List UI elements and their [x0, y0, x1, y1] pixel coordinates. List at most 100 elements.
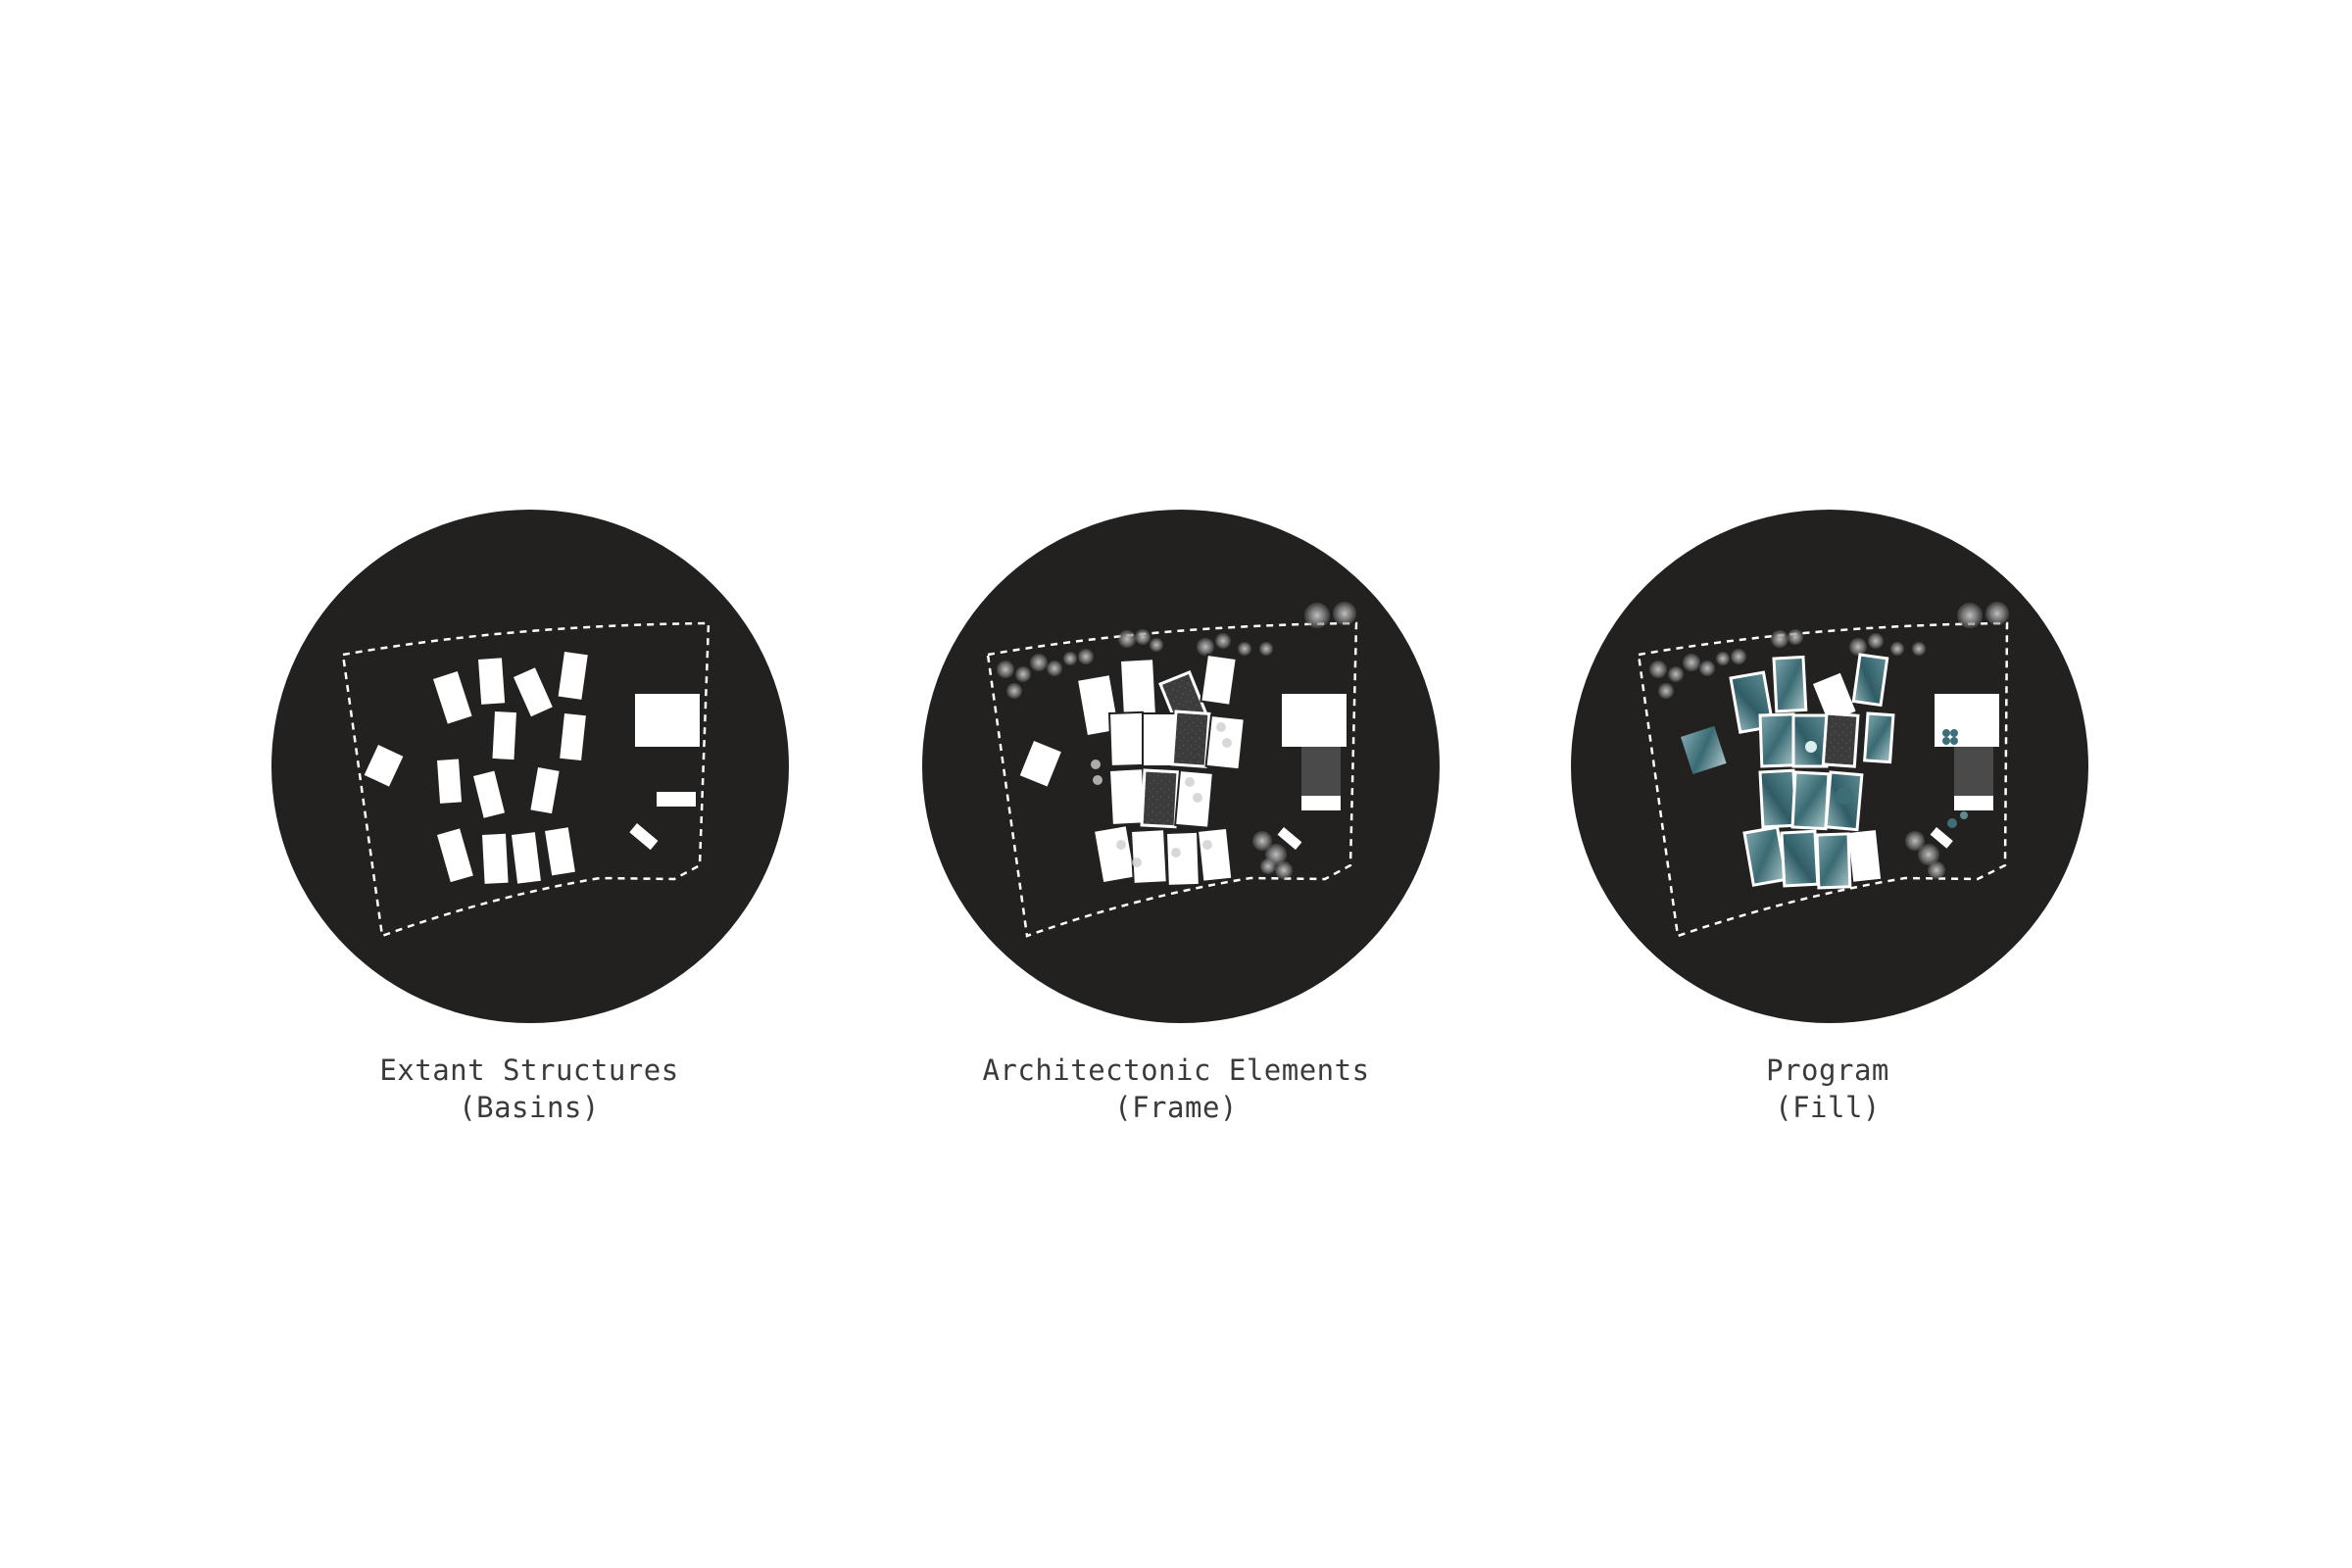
program-cell: [1848, 830, 1882, 882]
site-boundary: [1637, 621, 2009, 938]
caption-subtitle: (Fill): [1775, 1091, 1881, 1124]
frame-bay: [1196, 826, 1234, 883]
tree-canopy: [1118, 630, 1136, 648]
structure: [530, 767, 560, 814]
tree-canopy: [1078, 649, 1094, 664]
frame-element: [1277, 827, 1302, 851]
program-element: [1930, 827, 1953, 849]
program-cell: [1772, 655, 1808, 713]
site-disc: [271, 510, 789, 1023]
tree-canopy: [997, 661, 1014, 678]
tree-canopy: [1047, 661, 1062, 676]
tree-canopy: [1649, 661, 1667, 678]
program-cell: [1863, 711, 1895, 764]
frame-bay: [1200, 653, 1238, 707]
tree-canopy: [1215, 633, 1231, 649]
program-block-dark: [1954, 747, 1993, 796]
caption-title: Architectonic Elements: [982, 1054, 1370, 1087]
frame-bay: [1140, 768, 1180, 829]
frame-bay: [1170, 710, 1211, 768]
tree-canopy: [1849, 638, 1867, 656]
tree-canopy: [1238, 642, 1251, 656]
program-cell: [1821, 711, 1860, 768]
tree-canopy: [1063, 652, 1077, 665]
structure: [478, 658, 506, 705]
tree-canopy: [1304, 603, 1330, 628]
frame-bay: [1019, 741, 1061, 787]
program-cell: [1790, 770, 1831, 831]
frame-bay: [1164, 830, 1200, 888]
tree-canopy: [1030, 654, 1048, 671]
tree-canopies: [1649, 602, 2009, 879]
tree-canopy: [1015, 666, 1031, 682]
frame-bay: [1118, 658, 1158, 718]
tree-canopy: [1197, 638, 1214, 656]
program-node: [1942, 729, 1950, 737]
panel-program: [1571, 510, 2088, 1023]
structure: [558, 652, 588, 700]
tree-canopy: [1731, 649, 1746, 664]
structure: [482, 833, 509, 884]
tree-canopy: [1333, 602, 1356, 625]
structure: [514, 667, 553, 717]
program-cell: [1815, 832, 1852, 890]
structure: [492, 711, 516, 760]
tree-canopy: [1260, 858, 1276, 874]
program-fill: [1681, 653, 1999, 890]
site-disc: [1571, 510, 2088, 1023]
caption-program: Program (Fill): [1534, 1052, 2122, 1126]
program-cell: [1758, 712, 1797, 768]
frame-bay: [1129, 828, 1168, 885]
tree-canopy: [1868, 633, 1884, 649]
tree-canopy: [1252, 831, 1272, 851]
program-cell: [1813, 672, 1856, 722]
frame-bay: [1107, 710, 1146, 768]
program-block: [1954, 796, 1993, 810]
tree-canopy: [1918, 844, 1939, 865]
program-node: [1947, 818, 1957, 828]
program-cell: [1681, 725, 1727, 775]
frame-block: [1301, 796, 1341, 810]
tree-canopy: [1683, 654, 1700, 671]
caption-title: Extant Structures: [379, 1054, 679, 1087]
program-cell: [1758, 768, 1798, 829]
tree-canopies: [997, 602, 1356, 879]
program-node: [1960, 811, 1968, 819]
structure: [437, 759, 463, 804]
panel-extant-structures: [271, 510, 789, 1023]
frame-structures: [1019, 653, 1347, 888]
tree-canopy: [1928, 861, 1945, 879]
structure: [545, 827, 575, 876]
tree-canopy: [1135, 629, 1151, 645]
frame-bay: [1107, 767, 1147, 826]
program-node: [1950, 737, 1958, 745]
frame-block: [1282, 694, 1347, 747]
program-node: [1950, 729, 1958, 737]
tree-canopy: [1259, 642, 1273, 656]
tree-canopy: [1905, 831, 1925, 851]
tree-canopy: [1788, 629, 1803, 645]
program-node: [1836, 787, 1853, 805]
site-disc: [922, 510, 1440, 1023]
tree-canopy: [1771, 630, 1788, 648]
site-boundary: [986, 621, 1358, 938]
caption-subtitle: (Basins): [459, 1091, 600, 1124]
tree-canopy: [1150, 638, 1163, 652]
extant-structures: [364, 652, 700, 884]
program-cell: [1791, 713, 1829, 768]
structure: [512, 832, 541, 884]
program-node: [1805, 741, 1817, 753]
structure: [560, 713, 586, 761]
caption-architectonic-elements: Architectonic Elements (Frame): [882, 1052, 1470, 1126]
frame-bay: [1142, 712, 1177, 767]
caption-subtitle: (Frame): [1114, 1091, 1238, 1124]
program-cell: [1742, 825, 1788, 887]
tree-canopy: [1957, 603, 1983, 628]
tree-canopy: [1912, 642, 1926, 656]
structure: [657, 792, 696, 807]
caption-extant-structures: Extant Structures (Basins): [235, 1052, 823, 1126]
frame-block-dark: [1301, 747, 1341, 796]
structure: [364, 745, 404, 787]
tree-canopy: [1985, 602, 2009, 625]
